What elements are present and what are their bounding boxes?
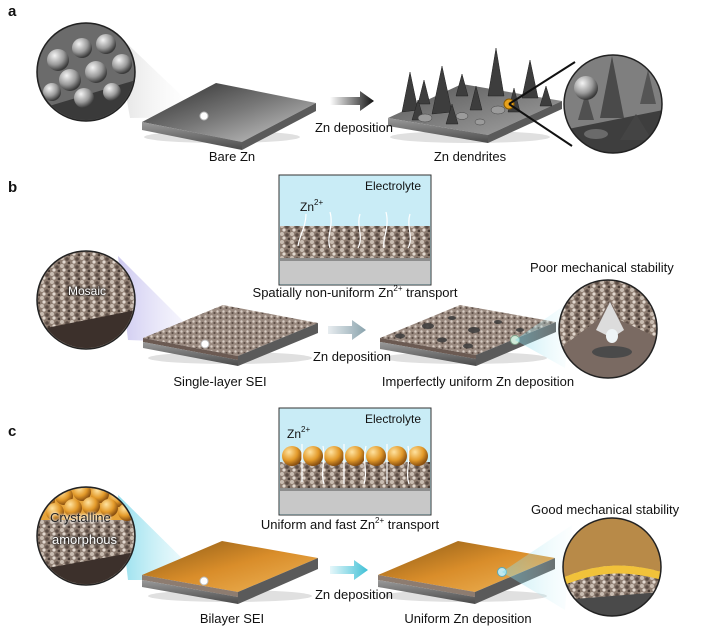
electrolyte-label-b: Electrolyte (365, 179, 422, 193)
zn-ion-label-c: Zn2+ (287, 425, 311, 441)
zn-ion-label-b: Zn2+ (300, 198, 324, 214)
deposition-arrow-b (328, 320, 366, 340)
zoom-beam-b (118, 256, 205, 343)
deposition-spots (395, 316, 524, 349)
non-uniform-transport-caption: Spatially non-uniform Zn2+ transport (252, 284, 458, 300)
single-layer-sei-slab (143, 305, 318, 356)
bare-zn-slab (142, 83, 316, 142)
mosaic-label: Mosaic (68, 284, 107, 298)
deposition-arrow-a (330, 91, 374, 111)
bilayer-sei-slab (142, 541, 318, 592)
zn-dendrites-label: Zn dendrites (433, 149, 507, 164)
bilayer-sei-label: Bilayer SEI (199, 611, 265, 626)
zn-deposition-label-c: Zn deposition (314, 587, 394, 602)
panel-label-c: c (8, 423, 17, 440)
electrolyte-label-c: Electrolyte (365, 412, 422, 426)
zoom-circle-crack (558, 279, 658, 379)
amorphous-label: amorphous (52, 532, 118, 547)
zn-deposition-label-b: Zn deposition (312, 349, 392, 364)
zoom-circle-spheres (36, 22, 136, 122)
electrolyte-inset-c (278, 407, 432, 516)
zoom-circle-mosaic (36, 250, 136, 350)
zoom-circle-dendrites (563, 54, 663, 154)
imperfect-deposition-label: Imperfectly uniform Zn deposition (381, 374, 575, 389)
uniform-transport-caption: Uniform and fast Zn2+ transport (260, 516, 440, 532)
uniform-deposition-label: Uniform Zn deposition (404, 611, 532, 626)
panel-label-b: b (8, 179, 18, 196)
zn-deposition-label-a: Zn deposition (314, 120, 394, 135)
crystalline-label: Crystalline (50, 510, 111, 525)
zoom-circle-stable (562, 517, 662, 617)
zoom-beam (115, 32, 204, 118)
poor-stability-label: Poor mechanical stability (530, 260, 674, 275)
good-stability-label: Good mechanical stability (531, 502, 680, 517)
bare-zn-label: Bare Zn (208, 149, 256, 164)
uniform-deposition-slab (378, 541, 555, 592)
zoom-circle-bilayer (36, 486, 136, 586)
single-layer-sei-label: Single-layer SEI (173, 374, 267, 389)
panel-label-a: a (8, 3, 17, 20)
deposition-arrow-c (330, 560, 368, 580)
electrolyte-inset-b (278, 174, 432, 286)
